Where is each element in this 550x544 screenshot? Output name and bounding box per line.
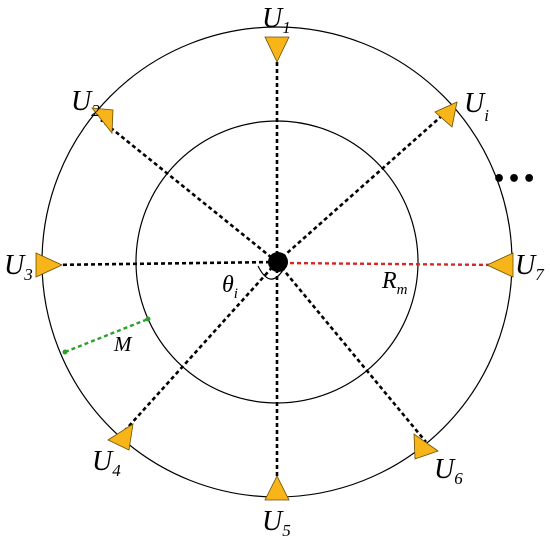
label-u7: U7 (515, 250, 545, 284)
gap-line (64, 317, 149, 354)
center-node (268, 252, 288, 272)
label-u1: U1 (262, 3, 291, 37)
radius-line (282, 261, 501, 267)
label-ui: Ui (464, 88, 489, 125)
ray-u2 (100, 118, 278, 264)
marker-u1 (264, 36, 290, 63)
label-u3: U3 (4, 250, 33, 284)
ellipsis: ••• (492, 167, 537, 192)
marker-u2 (91, 107, 114, 135)
ray-u4 (119, 261, 278, 437)
label-radius: Rm (381, 268, 408, 298)
marker-u5 (264, 475, 290, 501)
marker-u6 (413, 433, 439, 460)
marker-u4 (107, 423, 134, 451)
angle-arc (257, 265, 284, 280)
gap-end-inner (145, 316, 151, 322)
ray-u3 (47, 260, 278, 267)
label-theta: θi (222, 272, 238, 302)
label-u5: U5 (262, 506, 291, 540)
label-gap: M (113, 332, 133, 356)
marker-u7 (486, 252, 514, 278)
gap-end-outer (62, 349, 68, 355)
ray-u6 (275, 261, 428, 443)
label-u6: U6 (434, 454, 463, 488)
ray-ui (276, 112, 446, 263)
label-u2: U2 (71, 86, 100, 120)
label-u4: U4 (92, 446, 121, 480)
marker-ui (434, 101, 458, 128)
marker-u3 (35, 252, 63, 278)
